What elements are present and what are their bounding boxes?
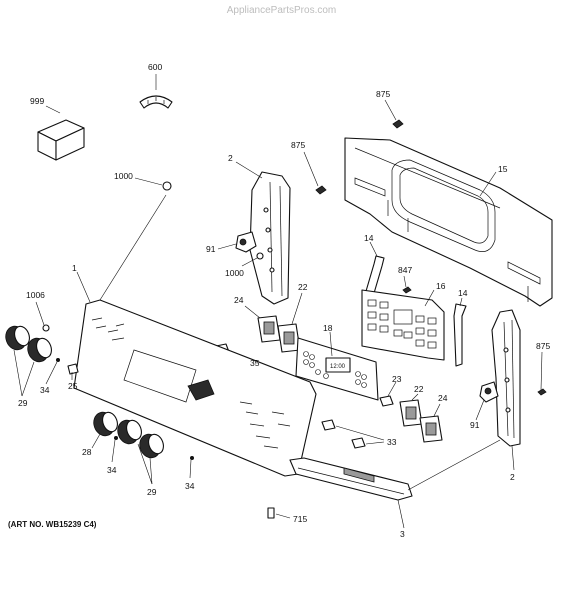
callout-3: 3	[400, 529, 405, 539]
callout-2-right: 2	[510, 472, 515, 482]
callout-24-upper: 24	[234, 295, 244, 305]
callout-24-lower: 24	[438, 393, 448, 403]
part-28-knob[interactable]	[90, 409, 119, 449]
part-24-lower-switch[interactable]	[419, 403, 443, 443]
callout-34-left: 34	[40, 385, 50, 395]
callout-875-top: 875	[376, 89, 390, 99]
callout-33: 33	[387, 437, 397, 447]
part-875-screw-right[interactable]	[537, 351, 547, 396]
callout-34-mid: 34	[107, 465, 117, 475]
callout-91-right: 91	[470, 420, 480, 430]
part-22-upper-switch[interactable]	[277, 292, 303, 353]
callout-715: 715	[293, 514, 307, 524]
part-91-left-clip[interactable]	[217, 231, 257, 253]
watermark-text: AppliancePartsPros.com	[226, 5, 337, 16]
callout-14-left: 14	[364, 233, 374, 243]
part-16-control-board[interactable]	[361, 289, 445, 361]
callout-999: 999	[30, 96, 44, 106]
callout-29-lower: 29	[147, 487, 157, 497]
part-25-clip[interactable]	[67, 363, 79, 380]
part-22-lower-switch[interactable]	[399, 393, 423, 427]
callout-1000-lower: 1000	[225, 268, 244, 278]
part-999-box[interactable]	[37, 105, 85, 161]
part-34-screw-mid[interactable]	[111, 436, 118, 463]
part-24-upper-switch[interactable]	[244, 305, 281, 343]
callout-875-right: 875	[536, 341, 550, 351]
callout-875-mid: 875	[291, 140, 305, 150]
callout-28: 28	[82, 447, 92, 457]
callout-1006: 1006	[26, 290, 45, 300]
callout-22-upper: 22	[298, 282, 308, 292]
display-readout: 12:00	[330, 364, 346, 370]
part-2-right-bracket[interactable]	[491, 309, 521, 471]
callout-1000-upper: 1000	[114, 171, 133, 181]
part-875-screw-top[interactable]	[384, 99, 404, 129]
part-600-strap[interactable]	[139, 74, 173, 109]
part-1000-screw-upper[interactable]	[134, 177, 172, 191]
callout-2-left: 2	[228, 153, 233, 163]
part-847-screw[interactable]	[402, 275, 412, 294]
part-33-clips[interactable]	[321, 419, 385, 449]
callout-labels: 999 600 875 875 1000 2 15 91 1000 14 847…	[18, 62, 550, 539]
part-1-control-panel[interactable]	[73, 194, 317, 477]
callout-29-left: 29	[18, 398, 28, 408]
art-number: (ART NO. WB15239 C4)	[8, 520, 97, 529]
part-29-lower-knobs[interactable]	[114, 417, 165, 485]
callout-15: 15	[498, 164, 508, 174]
part-2-left-bracket[interactable]	[235, 161, 291, 305]
part-15-back-panel[interactable]	[344, 137, 553, 307]
part-34-screw-low[interactable]	[189, 456, 194, 479]
part-23-clip[interactable]	[379, 381, 397, 407]
callout-1: 1	[72, 263, 77, 273]
part-29-left-knobs[interactable]	[2, 323, 53, 397]
part-18-display-board[interactable]: 12:00	[295, 331, 379, 401]
part-1006-screw[interactable]	[35, 301, 50, 332]
part-34-screw-left[interactable]	[45, 358, 60, 385]
callout-23: 23	[392, 374, 402, 384]
callout-600: 600	[148, 62, 162, 72]
part-91-right-clip[interactable]	[475, 381, 499, 421]
part-1000-screw-lower[interactable]	[241, 252, 264, 267]
callout-22-lower: 22	[414, 384, 424, 394]
part-715-screw[interactable]	[267, 507, 291, 519]
callout-14-right: 14	[458, 288, 468, 298]
callout-34-low: 34	[185, 481, 195, 491]
part-875-screw-mid[interactable]	[303, 151, 327, 195]
callout-25: 25	[68, 381, 78, 391]
callout-847: 847	[398, 265, 412, 275]
callout-35: 35	[250, 358, 260, 368]
callout-16: 16	[436, 281, 446, 291]
callout-18: 18	[323, 323, 333, 333]
callout-91-left: 91	[206, 244, 216, 254]
part-3-trim[interactable]	[289, 439, 501, 529]
part-14-right-strip[interactable]	[453, 297, 467, 367]
